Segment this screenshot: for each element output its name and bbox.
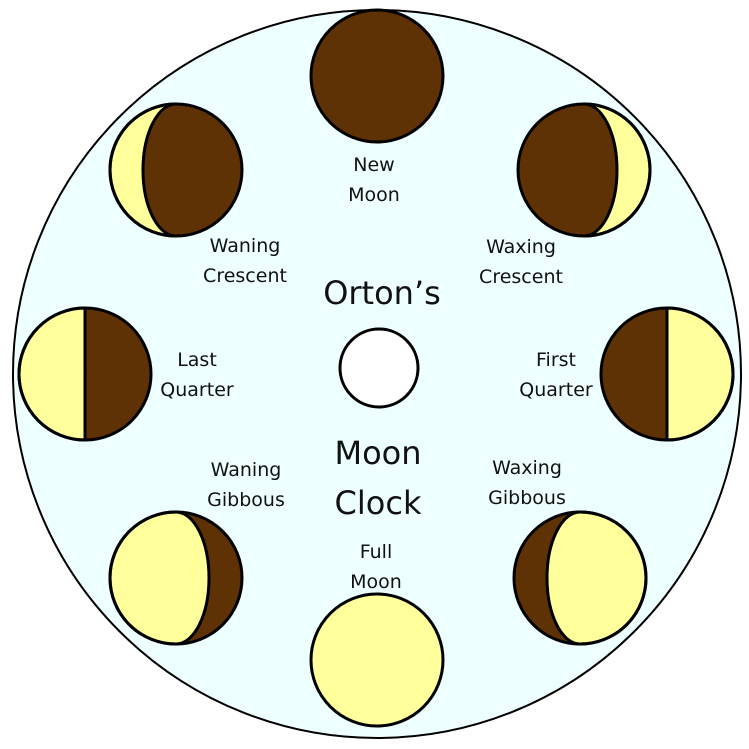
title-line-3: Clock	[334, 484, 422, 522]
label-line: First	[536, 349, 576, 371]
waning-gibbous-outline	[108, 510, 244, 646]
label-line: Gibbous	[207, 489, 285, 511]
label-line: Quarter	[519, 379, 593, 401]
label-line: Last	[177, 349, 217, 371]
label-line: Quarter	[160, 379, 234, 401]
clock-center	[338, 327, 420, 409]
label-line: Crescent	[479, 266, 563, 288]
label-line: Gibbous	[488, 487, 566, 509]
label-line: Moon	[348, 184, 400, 206]
label-line: Moon	[350, 571, 402, 593]
last-quarter-outline	[17, 306, 153, 442]
waxing-crescent-outline	[516, 102, 652, 238]
label-line: Waning	[209, 235, 281, 257]
new-moon-moon	[311, 10, 443, 142]
title-line-1: Orton’s	[323, 274, 441, 312]
full-moon-outline	[309, 592, 445, 728]
label-line: Waxing	[486, 236, 556, 258]
title-line-2: Moon	[334, 434, 422, 472]
label-line: Waxing	[492, 457, 562, 479]
waning-crescent-outline	[108, 102, 244, 238]
new-moon-outline	[309, 8, 445, 144]
label-line: Waning	[210, 459, 282, 481]
label-line: New	[353, 154, 395, 176]
label-line: Full	[359, 541, 393, 563]
label-line: Crescent	[203, 265, 287, 287]
waxing-gibbous-outline	[512, 510, 648, 646]
full-moon-moon	[311, 594, 443, 726]
first-quarter-outline	[599, 306, 735, 442]
